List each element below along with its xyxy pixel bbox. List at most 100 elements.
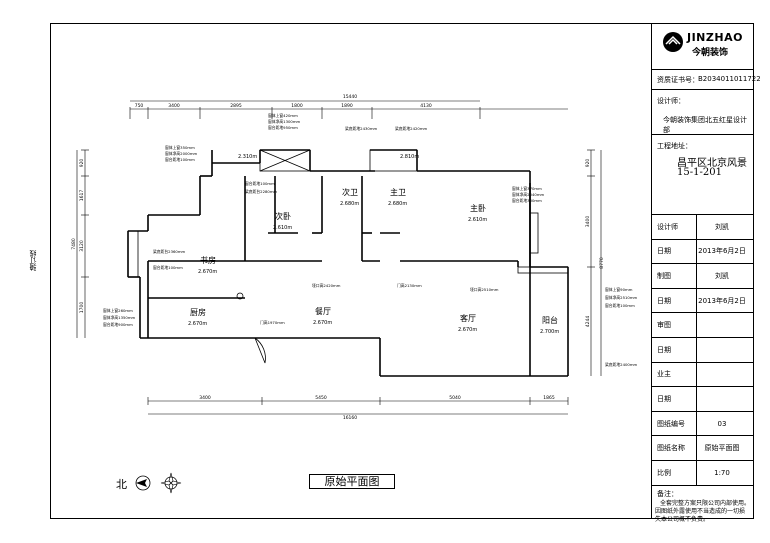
bottom-dimension: 3400 [199, 395, 211, 401]
window-frame [369, 149, 418, 172]
title-block-row: 日期 2013年6月2日 [652, 238, 753, 264]
logo-mark-icon [663, 32, 683, 52]
designer-unit-row: 设计师： 今朝装饰集团北五红星设计部 [652, 89, 753, 134]
top-total-dimension: 15440 [343, 94, 357, 100]
title-block-divider [696, 313, 697, 337]
top-dimension: 1890 [341, 103, 353, 109]
brand-name-cn: 今朝装饰 [692, 48, 729, 58]
room-height: 2.610m [273, 225, 292, 231]
left-dimension: 3120 [79, 240, 85, 252]
row-label: 设计师 [657, 222, 678, 231]
row-label: 日期 [657, 247, 671, 256]
row-label: 日期 [657, 345, 671, 354]
row-label: 日期 [657, 296, 671, 305]
column [236, 292, 244, 300]
title-block-row: 设计师刘凯 [652, 214, 753, 239]
annotation: 窗体净高1300mm [268, 119, 301, 124]
annotation: 窗台距地100mm [245, 181, 275, 186]
title-block-row: 图纸名称 原始平面图 [652, 435, 753, 460]
annotation: 窗台距地100mm [605, 303, 635, 308]
title-block-row: 制图 刘凯 [652, 263, 753, 288]
title-block-divider [696, 288, 697, 313]
notes-line2: 因图纸外露使用不当造成的一切损 [655, 508, 746, 515]
annotation: 窗台距地300mm [512, 198, 542, 203]
window-frame [529, 212, 539, 254]
notes-line3: 失本公司概不负责。 [655, 516, 710, 523]
annotation: 窗台距地100mm [165, 157, 195, 162]
annotation: 梁底距台2360mm [153, 249, 186, 254]
project-address-line1: 昌平区北京风景 [677, 158, 747, 169]
row-label: 制图 [657, 271, 671, 280]
annotation: 梁底距地2400mm [605, 362, 638, 367]
right-dimension: 3400 [585, 216, 591, 228]
room-height: 2.670m [198, 269, 217, 275]
annotation: 窗体净高2510mm [605, 295, 638, 300]
annotation: 窗体净高2040mm [512, 192, 545, 197]
title-block-row: 业主 [652, 361, 753, 387]
title-block: JINZHAO 今朝装饰 资质证书号： B2034011011722 设计师： … [651, 23, 761, 523]
room-height: 2.610m [468, 217, 487, 223]
row-label: 日期 [657, 394, 671, 403]
annotation: 窗体上窗350mm [165, 145, 195, 150]
left-dimension: 1700 [79, 302, 85, 314]
title-block-divider [696, 338, 697, 362]
qualification-value: B2034011011722 [698, 75, 761, 83]
room-name: 主卧 [470, 203, 486, 213]
row-value: 原始平面图 [704, 444, 740, 453]
bottom-dimension: 5450 [315, 395, 327, 401]
annotation: 门高1970mm [260, 320, 285, 325]
drawing-caption: 原始平面图 [309, 474, 395, 489]
room-name: 厨房 [190, 307, 206, 317]
room-name: 客厅 [460, 313, 476, 323]
title-block-row: 审图 [652, 312, 753, 337]
annotation: 梁底距地2420mm [395, 126, 428, 131]
binding-label: 骑订线 [29, 250, 37, 271]
notes-line1: 全套完整方案只限公司内部使用。 [660, 500, 751, 507]
room-name: 书房 [200, 255, 216, 265]
small-height: 2.310m [238, 154, 257, 160]
top-dimension: 1800 [291, 103, 303, 109]
title-block-divider [696, 436, 697, 460]
annotation: 梁底距台2280mm [245, 189, 278, 194]
title-block-divider [696, 461, 697, 485]
hatch [259, 149, 311, 172]
right-dimension: 920 [585, 159, 591, 168]
row-value: 2013年6月2日 [698, 247, 746, 256]
row-value: 2013年6月2日 [698, 296, 746, 305]
bottom-total-dimension: 16160 [343, 415, 357, 421]
room-name: 次卫 [342, 187, 358, 197]
room-height: 2.670m [313, 320, 332, 326]
title-block-divider [696, 411, 697, 436]
room-height: 2.680m [340, 201, 359, 207]
annotation: 窗台距地100mm [153, 265, 183, 270]
annotation: 窗台距地900mm [103, 322, 133, 327]
annotation: 窗体上窗260mm [103, 308, 133, 313]
row-value: 刘凯 [715, 271, 729, 280]
left-total-dimension: 7480 [71, 238, 77, 250]
room-name: 次卧 [275, 211, 291, 221]
designer-unit-value: 今朝装饰集团北五红星设计部 [663, 116, 747, 134]
annotation: 窗体上窗90mm [605, 287, 633, 292]
top-dimension: 3400 [168, 103, 180, 109]
annotation: 窗台距地950mm [268, 125, 298, 130]
top-dimension: 750 [135, 103, 144, 109]
north-label: 北 [116, 478, 127, 491]
top-dimension: 4130 [420, 103, 432, 109]
annotation: 窗体上窗370mm [512, 186, 542, 191]
annotation: 窗体净高1350mm [103, 315, 136, 320]
title-block-row: 日期 [652, 386, 753, 411]
designer-unit-label: 设计师： [657, 97, 685, 105]
annotation: 梁底距地2430mm [345, 126, 378, 131]
project-address-label: 工程地址： [657, 142, 692, 150]
door-swing [254, 337, 266, 364]
annotation: 垭口高2420mm [312, 283, 341, 288]
qualification-row: 资质证书号： B2034011011722 [652, 69, 761, 89]
title-block-divider [696, 387, 697, 411]
bottom-dimension: 5040 [449, 395, 461, 401]
title-block-divider [696, 239, 697, 264]
left-dimension: 920 [79, 159, 85, 168]
row-label: 图纸名称 [657, 444, 685, 453]
